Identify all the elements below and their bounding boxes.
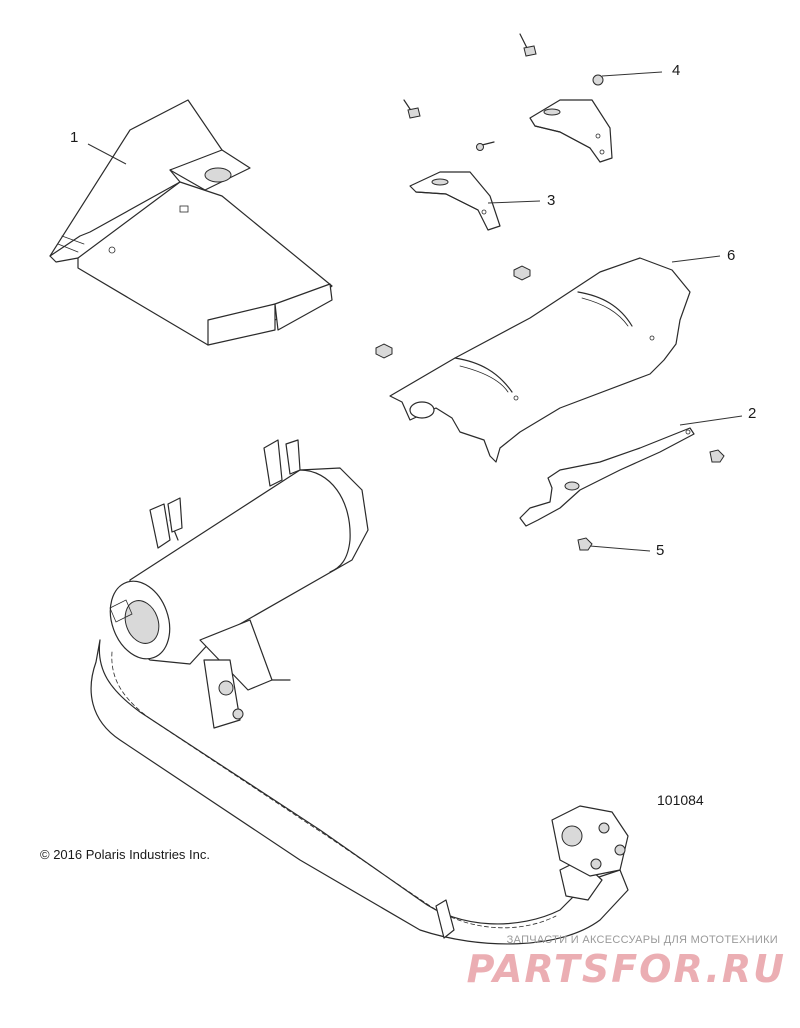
exhaust-pipe	[90, 639, 629, 945]
muffler-assembly	[109, 439, 369, 729]
callout-3: 3	[547, 192, 556, 209]
callout-5: 5	[656, 542, 665, 559]
callout-1: 1	[70, 129, 79, 146]
leader-lines	[87, 71, 743, 552]
watermark-brand: PARTSFOR.RU	[466, 947, 786, 991]
callout-4: 4	[672, 62, 681, 79]
figure-id: 101084	[657, 792, 704, 808]
part-3-middle-shield	[409, 171, 501, 231]
part-4-small-shield	[529, 99, 613, 163]
fasteners	[375, 33, 725, 551]
part-2-bracket	[519, 427, 695, 527]
part-1-heat-shield-tray	[49, 99, 333, 346]
watermark-tagline: ЗАПЧАСТИ И АКСЕССУАРЫ ДЛЯ МОТОТЕХНИКИ	[506, 934, 778, 946]
callout-2: 2	[748, 405, 757, 422]
callout-6: 6	[727, 247, 736, 264]
part-6-large-heat-shield	[389, 257, 691, 463]
copyright-notice: © 2016 Polaris Industries Inc.	[40, 847, 210, 862]
